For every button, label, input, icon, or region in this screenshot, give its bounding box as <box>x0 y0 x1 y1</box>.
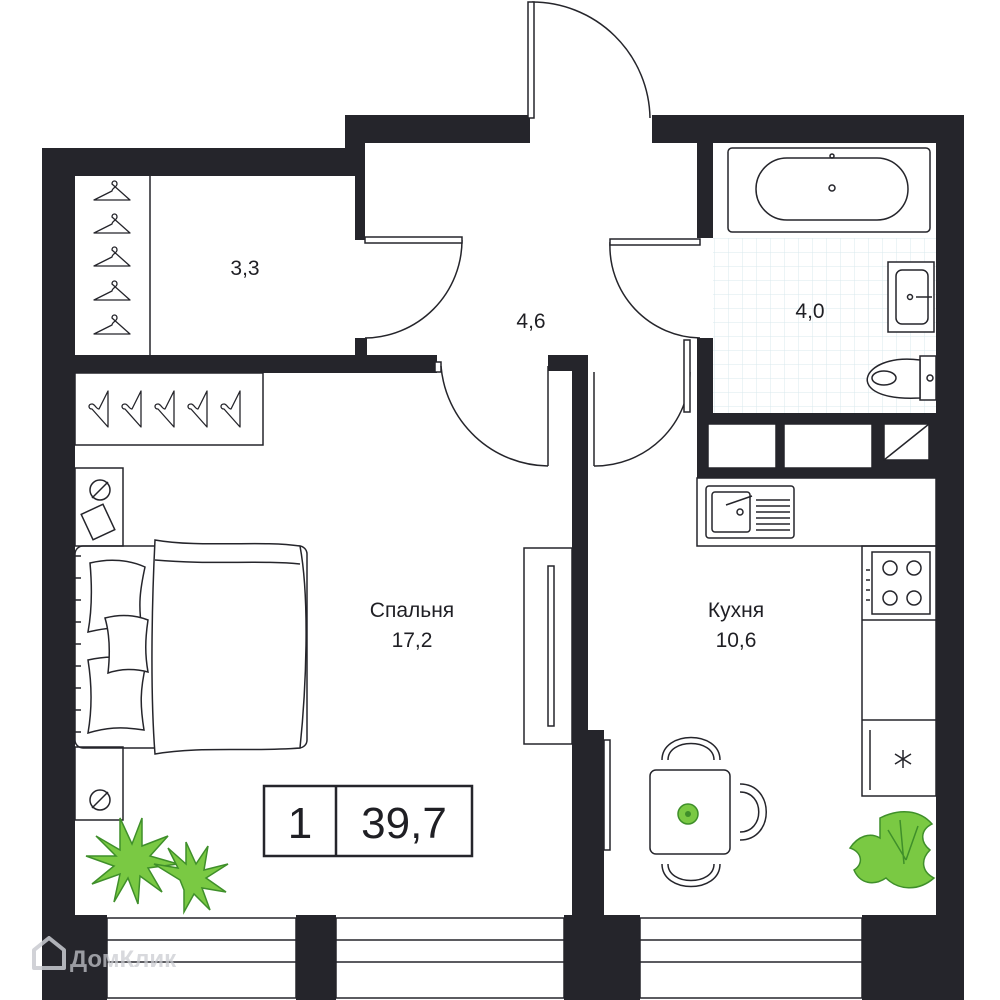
bathroom-area-label: 4,0 <box>795 300 824 323</box>
bedroom-area-label: 17,2 <box>392 629 433 652</box>
fridge <box>869 730 912 790</box>
dining-table <box>649 736 767 888</box>
kitchen-name-label: Кухня <box>708 599 764 622</box>
kitchen-plant <box>848 811 936 889</box>
washbasin <box>887 261 935 333</box>
bedroom-name-label: Спальня <box>370 599 454 622</box>
kitchen-door <box>593 371 691 467</box>
bed <box>74 467 308 821</box>
windows <box>106 917 863 999</box>
bathroom-door <box>609 241 701 339</box>
hall-area-label: 4,6 <box>516 310 545 333</box>
bathtub <box>727 147 931 233</box>
bedroom-door <box>440 365 549 467</box>
kitchen-sink <box>705 485 795 539</box>
storage-area-label: 3,3 <box>230 257 259 280</box>
toilet <box>866 355 937 401</box>
kitchen-counter <box>696 477 937 797</box>
ventilation-shafts <box>707 423 930 469</box>
watermark-text: ДомКлик <box>70 946 177 973</box>
bedroom-plant-left <box>85 817 179 905</box>
bedroom-wardrobe <box>74 372 264 446</box>
cooktop <box>866 551 931 615</box>
doors <box>364 1 701 467</box>
kitchen-door-frame <box>603 739 611 851</box>
rooms-count: 1 <box>288 799 312 848</box>
total-area: 39,7 <box>361 799 447 848</box>
storage-wardrobe <box>93 176 151 355</box>
apartment-badge: 1 39,7 <box>262 784 474 858</box>
kitchen-area-label: 10,6 <box>716 629 757 652</box>
bedroom-tv-stand <box>523 547 573 745</box>
house-logo-icon <box>32 936 66 970</box>
bedroom-plant-right <box>153 841 229 915</box>
table-plant <box>677 803 699 825</box>
watermark: ДомКлик <box>32 936 177 973</box>
